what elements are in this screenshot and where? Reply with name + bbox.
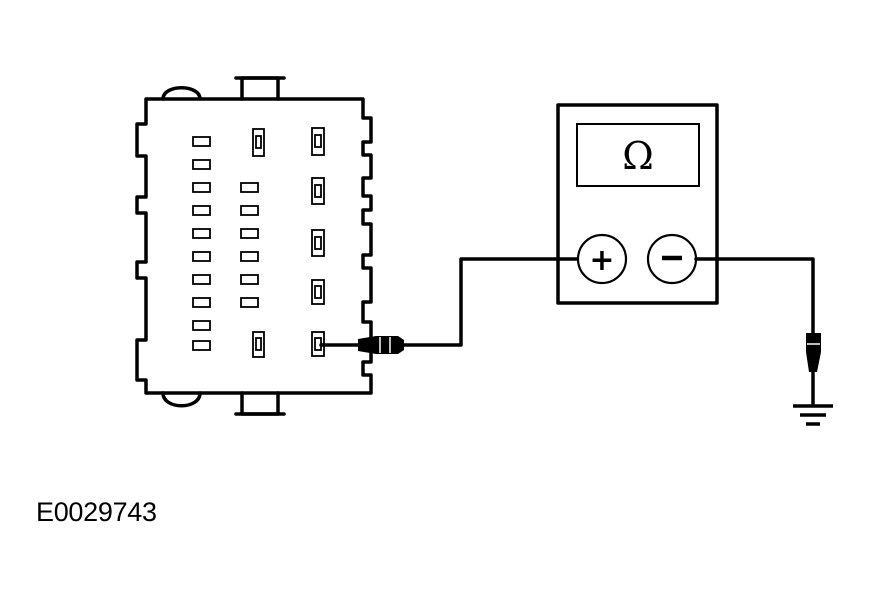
positive-terminal-label: + (589, 243, 614, 278)
multimeter-display (576, 123, 700, 187)
connector-outline (135, 97, 373, 395)
positive-terminal (576, 233, 628, 285)
ohm-symbol: Ω (622, 134, 654, 178)
ground-probe (806, 333, 821, 372)
probe-tip (358, 336, 404, 354)
multimeter-body (556, 103, 719, 305)
connector-bottom-left-bump (161, 391, 202, 408)
connector-top-tab (240, 76, 280, 101)
ground-icon (793, 404, 833, 426)
positive-test-lead (319, 257, 579, 354)
pin-column-1 (192, 136, 211, 351)
negative-test-lead (694, 257, 821, 407)
figure-id: E0029743 (36, 497, 157, 527)
pin-column-2 (240, 128, 265, 358)
connector (135, 76, 373, 416)
pin-column-3 (311, 127, 325, 357)
connector-bottom-tab (240, 391, 280, 416)
multimeter: Ω + (556, 103, 719, 305)
connector-top-left-bump (161, 86, 202, 101)
